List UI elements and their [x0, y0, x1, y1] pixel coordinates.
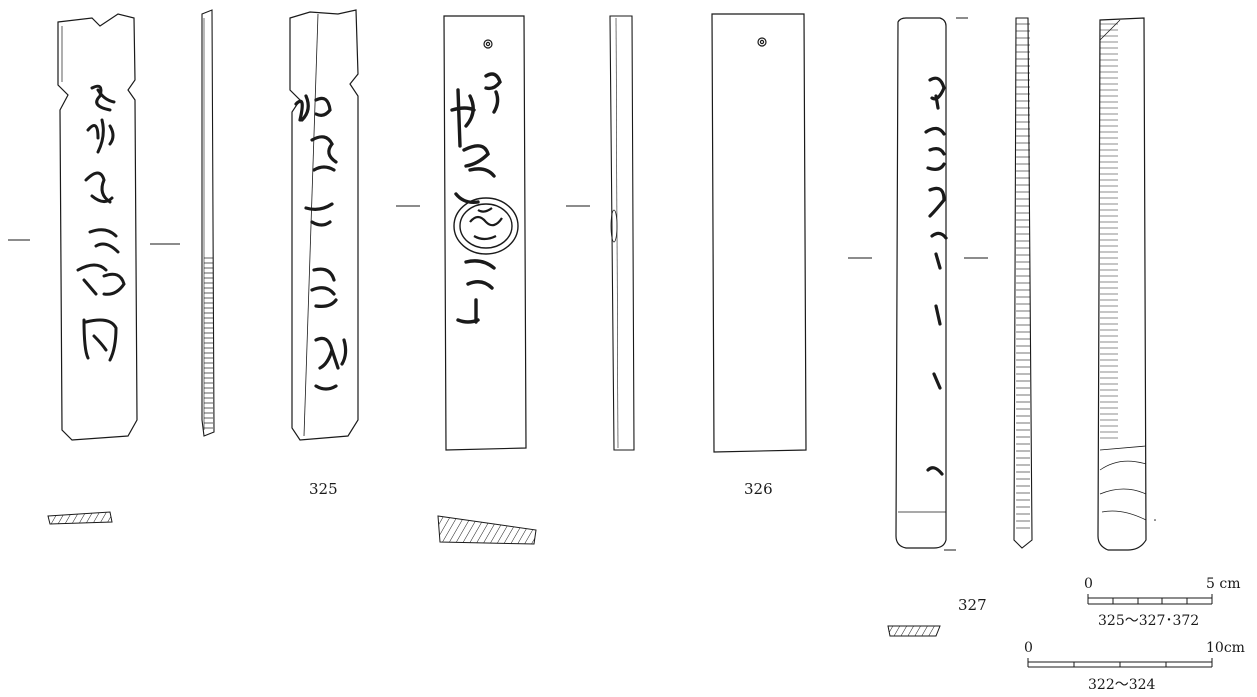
scale-bar-10cm	[1027, 658, 1213, 668]
tablet-326-front	[443, 15, 527, 451]
figure-number-325: 325	[309, 480, 338, 498]
scale-bar-5cm	[1087, 594, 1213, 605]
tablet-326-inscription	[450, 72, 502, 324]
scale-5cm-start: 0	[1084, 576, 1093, 592]
scale-10cm-range: 322～324	[1088, 677, 1156, 693]
tablet-325-center-marks	[8, 239, 180, 245]
tablet-325-front	[57, 13, 138, 441]
tablet-327-side	[1013, 17, 1033, 549]
tablet-327-side-hatch	[1016, 23, 1030, 529]
scale-5cm-range: 325～327･372	[1098, 613, 1200, 629]
scale-5cm-end: 5 cm	[1206, 576, 1241, 592]
tablet-326-seal	[453, 197, 519, 255]
tablet-325-side-hatch	[204, 257, 213, 429]
tablet-326-back	[711, 13, 807, 453]
tablet-327-dim-marks	[848, 17, 988, 551]
tablet-327-inscription	[924, 76, 948, 476]
tablet-327-section	[887, 625, 941, 637]
tablet-327-front	[895, 17, 947, 549]
scale-10cm-start: 0	[1024, 640, 1033, 656]
tablet-327-back-hatch	[1100, 23, 1118, 439]
tablet-327-back	[1097, 17, 1147, 551]
tablet-325-side	[201, 9, 215, 437]
scale-10cm-end: 10cm	[1206, 640, 1245, 656]
tablet-325-section	[47, 511, 113, 525]
tablet-326-hole	[483, 39, 493, 49]
tablet-325-inscription	[76, 84, 126, 362]
tablet-325-back-inscription	[294, 94, 348, 391]
tablet-326-side	[609, 15, 635, 451]
tablet-326-back-hole	[757, 37, 767, 47]
tablet-326-section	[437, 515, 537, 545]
figure-number-326: 326	[744, 480, 773, 498]
figure-number-327: 327	[958, 596, 987, 614]
